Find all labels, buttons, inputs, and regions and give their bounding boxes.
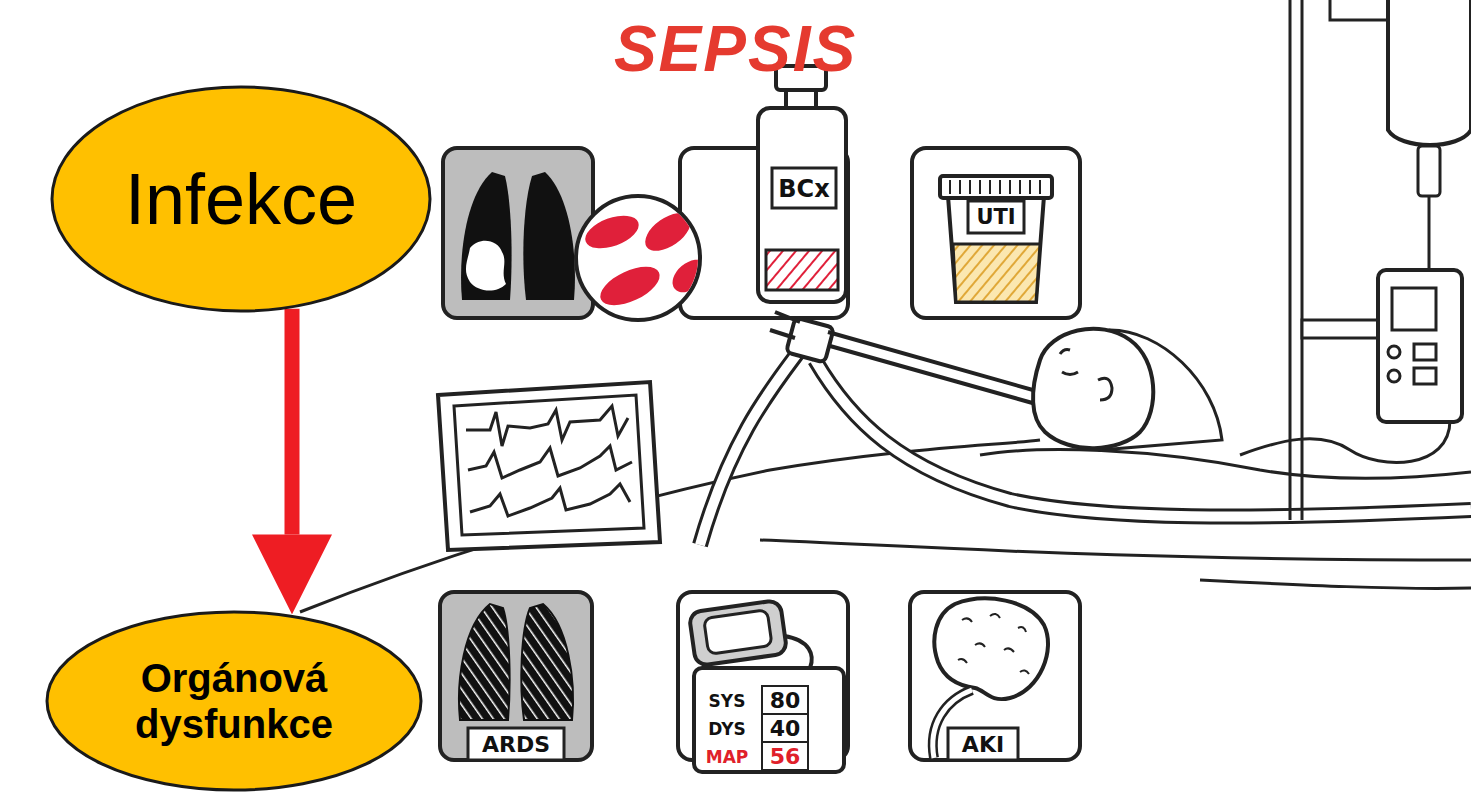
urine-sample-icon [912, 148, 1080, 318]
ellipse-node: Infekce [50, 85, 432, 313]
monitor-screen [454, 395, 644, 535]
urine-cup [948, 196, 1044, 302]
bp-field-name: DYS [708, 721, 745, 738]
infusion-set [1240, 0, 1471, 520]
ellipse-shape [52, 87, 430, 311]
node-label: Orgánová dysfunkce [114, 655, 354, 747]
label-box [948, 728, 1018, 760]
bp-field-name: SYS [709, 693, 746, 710]
bp-value: 56 [770, 746, 801, 768]
chest-xray-icon [443, 148, 593, 318]
kidney-icon [910, 592, 1080, 760]
bp-cuff [689, 600, 788, 666]
spo2-trace [470, 484, 630, 516]
hose [700, 350, 800, 545]
cuff-band [704, 610, 772, 655]
face [1060, 350, 1078, 375]
monitor-body [438, 382, 660, 550]
cup-lid [940, 176, 1052, 198]
lung [523, 172, 575, 300]
drip-chamber [1418, 146, 1440, 196]
label-box [468, 728, 564, 760]
urine [953, 244, 1040, 302]
lid-ridges [950, 180, 1040, 194]
hook [1330, 0, 1390, 20]
value-box [762, 714, 808, 742]
bed-sheet [1200, 580, 1471, 588]
patient [760, 329, 1471, 589]
bp-value: 80 [770, 690, 801, 712]
bp-field-name: MAP [706, 749, 749, 766]
ear [1098, 378, 1112, 400]
bottle-body [758, 108, 846, 302]
icon-frame [910, 592, 1080, 760]
bacterium [581, 209, 643, 254]
endotracheal-tube [828, 332, 1040, 404]
ventilator-circuit [700, 312, 1471, 545]
bottle-label-text: BCx [778, 177, 829, 201]
infiltrate [466, 241, 506, 291]
organ-label: AKI [962, 734, 1004, 756]
y-connector [786, 317, 834, 362]
organ-label: ARDS [482, 734, 550, 756]
lung [459, 604, 510, 720]
infusion-pump [1378, 270, 1462, 422]
slide-title: SEPSIS [0, 14, 1471, 84]
flow-arrow [285, 309, 300, 535]
blood-pressure-icon [678, 592, 848, 772]
blood-sample [766, 250, 838, 290]
ards-icon [440, 592, 592, 760]
node-label: Infekce [125, 158, 357, 241]
iv-pole [1290, 0, 1302, 520]
kidney [934, 599, 1048, 700]
pump-button [1388, 370, 1400, 382]
iv-line [1428, 196, 1431, 272]
iv-bag [1388, 0, 1471, 145]
pressure-trace [468, 446, 632, 478]
iv-line [1240, 420, 1450, 462]
lung [461, 172, 512, 300]
pump-button [1388, 346, 1400, 358]
pump-button [1414, 368, 1436, 384]
magnifier [576, 196, 700, 320]
pump-button [1414, 344, 1436, 360]
icon-frame [440, 592, 592, 760]
icon-frame [443, 148, 593, 318]
bed-sheet [760, 540, 1471, 560]
icon-frame [912, 148, 1080, 318]
cuff-tube [784, 636, 812, 668]
bacterium [666, 253, 713, 299]
bacterium [639, 206, 698, 259]
lung [521, 604, 573, 720]
head [1033, 329, 1153, 448]
ecg-trace [466, 406, 628, 446]
bottle-label [772, 168, 836, 208]
bp-value: 40 [770, 718, 801, 740]
ellipse-shape [47, 612, 421, 790]
ellipse-node: Orgánová dysfunkce [45, 610, 423, 792]
patient-monitor [438, 382, 660, 550]
cup-label [968, 201, 1024, 233]
bp-monitor [694, 668, 844, 772]
kidney-texture [958, 614, 1029, 674]
blood-culture-icon [576, 66, 848, 320]
bacterium [595, 259, 666, 313]
hose [700, 350, 800, 545]
pump-clamp [1302, 320, 1380, 338]
cup-label-text: UTI [976, 207, 1015, 228]
suction-port [770, 312, 800, 338]
pump-screen [1392, 288, 1436, 330]
value-box [762, 742, 808, 770]
value-box [762, 686, 808, 714]
ellipse-outline [45, 610, 423, 792]
